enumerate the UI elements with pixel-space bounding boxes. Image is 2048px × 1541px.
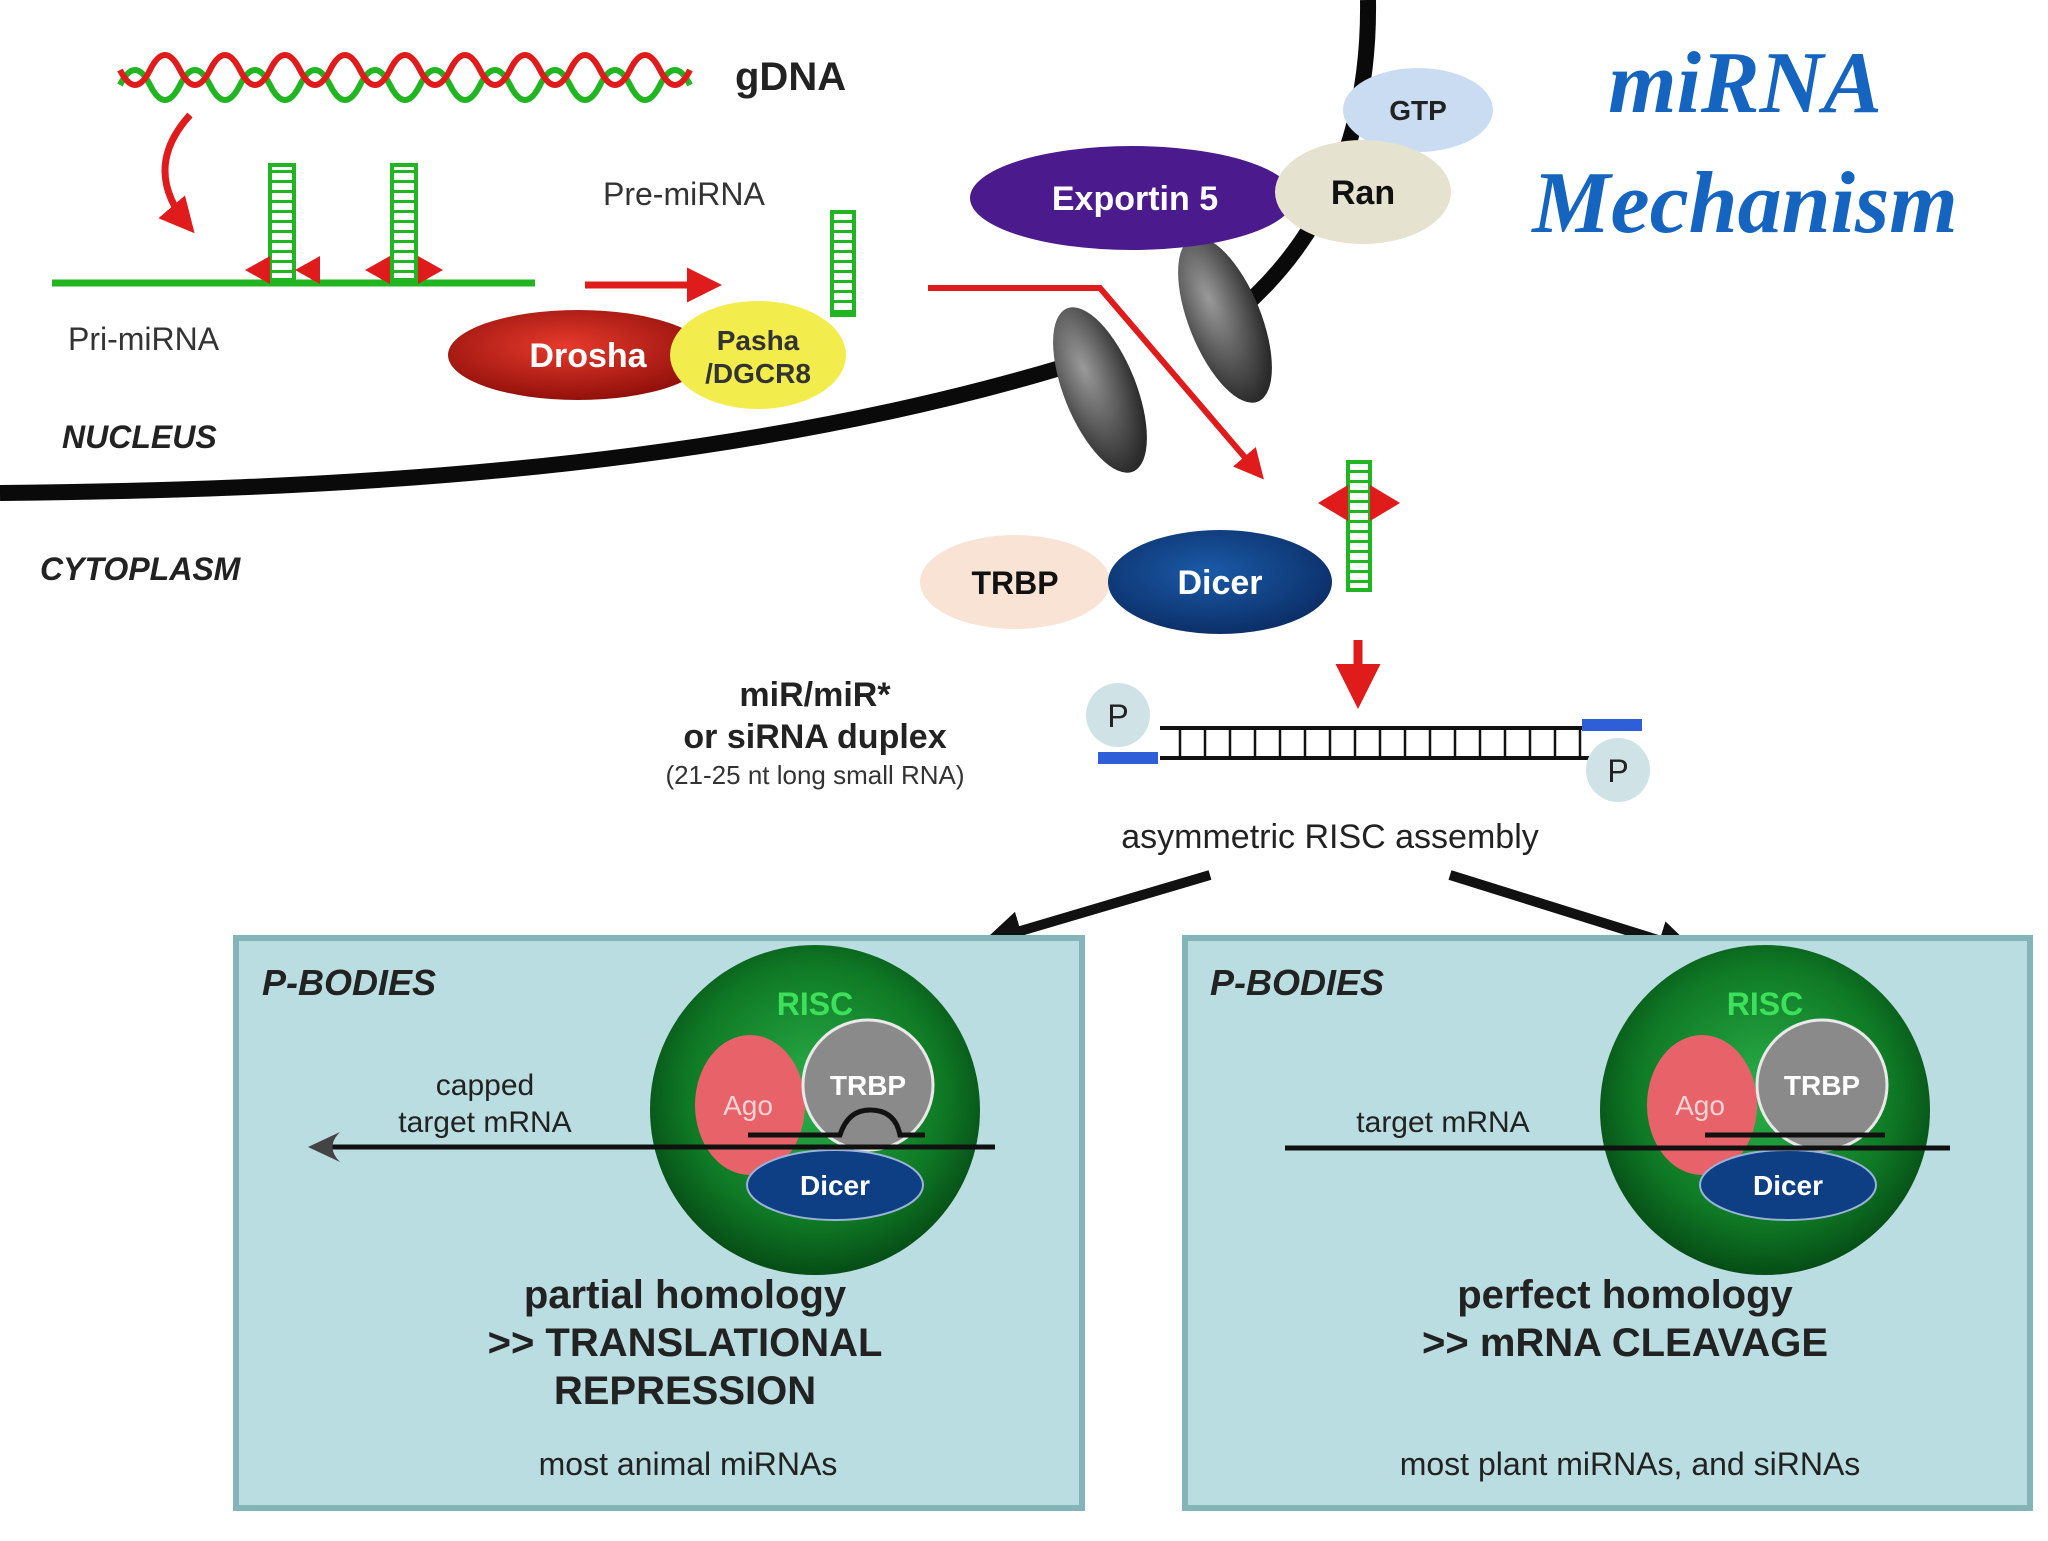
mirna-duplex bbox=[1098, 719, 1642, 764]
dicer-label-risc: Dicer bbox=[800, 1170, 870, 1201]
dicer-cleavage-site-icon bbox=[1318, 485, 1400, 521]
risc-assembly-label: asymmetric RISC assembly bbox=[1121, 818, 1539, 856]
nuclear-pore-right bbox=[1178, 237, 1272, 403]
trbp-protein bbox=[920, 535, 1110, 629]
panel-note: most animal miRNAs bbox=[539, 1446, 838, 1482]
duplex-label-line-1: miR/miR* bbox=[739, 676, 891, 714]
phosphate-label-right: P bbox=[1607, 753, 1628, 789]
drosha-cleavage-sites-icon bbox=[245, 256, 443, 284]
trbp-label-risc: TRBP bbox=[1784, 1070, 1860, 1101]
drosha-enzyme bbox=[448, 310, 708, 400]
pasha-dgcr8-protein bbox=[670, 301, 846, 409]
panel-heading: P-BODIES bbox=[1210, 962, 1384, 1003]
p-bodies-panel-translational-repression: P-BODIES RISC Ago TRBP Dicer capped targ… bbox=[233, 935, 1085, 1511]
pri-mirna-label: Pri-miRNA bbox=[68, 321, 220, 357]
panel-heading: P-BODIES bbox=[262, 962, 436, 1003]
risc-label: RISC bbox=[777, 986, 853, 1022]
nuclear-membrane-lower bbox=[0, 360, 1063, 501]
pre-mirna-label: Pre-miRNA bbox=[603, 176, 765, 212]
result-line-2: >> mRNA CLEAVAGE bbox=[1422, 1321, 1828, 1365]
duplex-label-line-2: or siRNA duplex bbox=[683, 718, 946, 756]
gdna-helix-icon bbox=[117, 52, 693, 103]
arrow-to-translational-repression bbox=[982, 870, 1212, 951]
result-line-2: >> TRANSLATIONAL bbox=[488, 1321, 883, 1365]
mrna-cap-icon bbox=[308, 1132, 340, 1162]
trbp-protein-risc bbox=[801, 1018, 935, 1152]
duplex-label-line-3: (21-25 nt long small RNA) bbox=[665, 760, 964, 790]
cytoplasmic-pre-mirna bbox=[1346, 460, 1372, 592]
gdna-label: gDNA bbox=[735, 55, 846, 99]
ago-protein bbox=[1647, 1035, 1757, 1175]
ago-protein bbox=[695, 1035, 805, 1175]
mirna-bulge-icon bbox=[748, 1107, 925, 1138]
pri-mirna-strand bbox=[52, 163, 535, 287]
panel-note: most plant miRNAs, and siRNAs bbox=[1400, 1446, 1861, 1482]
dicer-label: Dicer bbox=[1177, 564, 1262, 602]
pre-mirna-hairpin bbox=[830, 210, 856, 317]
exportin-5-protein bbox=[970, 146, 1294, 250]
phosphate-icon-left bbox=[1086, 683, 1150, 747]
result-line-3: REPRESSION bbox=[554, 1369, 816, 1413]
dicer-label-risc: Dicer bbox=[1753, 1170, 1823, 1201]
target-label-line-1: capped bbox=[436, 1069, 534, 1102]
nuclear-pore-left bbox=[1053, 307, 1147, 473]
p-bodies-panel-mrna-cleavage: P-BODIES RISC Ago TRBP Dicer target mRNA… bbox=[1182, 935, 2033, 1511]
trbp-label-risc: TRBP bbox=[830, 1070, 906, 1101]
title-line-1: miRNA bbox=[1608, 35, 1882, 132]
transcription-arrow bbox=[158, 112, 195, 234]
nucleus-label: NUCLEUS bbox=[62, 419, 217, 455]
risc-label: RISC bbox=[1727, 986, 1803, 1022]
phosphate-label-left: P bbox=[1107, 698, 1128, 734]
gtp-label: GTP bbox=[1389, 95, 1447, 126]
ran-label: Ran bbox=[1331, 174, 1395, 212]
dicer-enzyme bbox=[1108, 530, 1332, 634]
result-line-1: partial homology bbox=[524, 1273, 847, 1317]
pasha-label-line-1: Pasha bbox=[717, 325, 800, 356]
drosha-label: Drosha bbox=[529, 337, 647, 375]
dicer-protein-risc bbox=[746, 1149, 924, 1221]
cytoplasm-label: CYTOPLASM bbox=[40, 551, 242, 587]
phosphate-icon-right bbox=[1586, 738, 1650, 802]
ago-label: Ago bbox=[1675, 1090, 1725, 1121]
target-label-line-2: target mRNA bbox=[398, 1106, 571, 1139]
target-label-line-1: target mRNA bbox=[1356, 1106, 1529, 1139]
ran-protein bbox=[1275, 140, 1451, 244]
trbp-label: TRBP bbox=[971, 565, 1058, 601]
title-line-2: Mechanism bbox=[1530, 155, 1957, 252]
ago-label: Ago bbox=[723, 1090, 773, 1121]
result-line-1: perfect homology bbox=[1457, 1273, 1793, 1317]
nuclear-export-arrow bbox=[928, 285, 1264, 480]
pasha-label-line-2: /DGCR8 bbox=[705, 358, 811, 389]
gtp-molecule bbox=[1343, 68, 1493, 152]
exportin-label: Exportin 5 bbox=[1052, 180, 1218, 218]
